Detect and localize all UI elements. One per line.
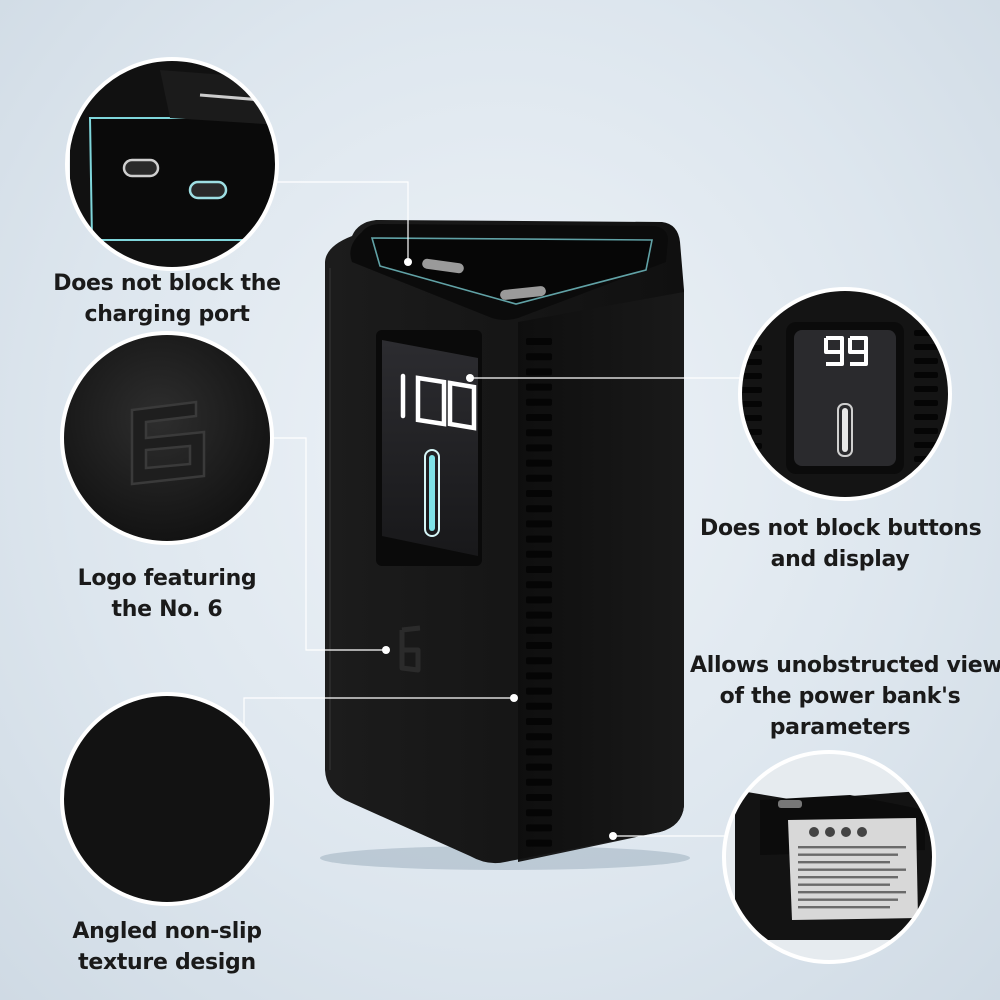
rib <box>526 718 552 725</box>
label-text-line <box>798 846 906 849</box>
caption-line: of the power bank's <box>719 684 961 709</box>
rib <box>526 414 552 421</box>
label-text-line <box>798 898 898 901</box>
rib <box>740 401 762 407</box>
caption-buttons-display: Does not block buttons and display <box>700 513 982 575</box>
rib <box>526 733 552 741</box>
rib <box>740 471 762 477</box>
caption-line: charging port <box>84 302 250 327</box>
rib <box>740 373 762 379</box>
caption-line: texture design <box>78 950 256 975</box>
rib <box>914 442 938 448</box>
rib <box>526 535 552 543</box>
rib <box>526 763 552 771</box>
caption-line: Angled non-slip <box>72 919 262 944</box>
label-text-line <box>798 868 906 871</box>
rib <box>526 687 552 695</box>
caption-logo: Logo featuring the No. 6 <box>62 563 272 625</box>
callout-dots <box>382 258 617 840</box>
rib <box>914 344 938 350</box>
label-text-line <box>798 883 890 886</box>
rib <box>740 415 762 421</box>
label-text-line <box>798 861 890 864</box>
rib <box>526 444 552 452</box>
caption-line: Allows unobstructed view <box>690 653 1000 678</box>
rib <box>526 490 552 497</box>
caption-line: Logo featuring <box>77 566 257 591</box>
rib <box>740 387 762 393</box>
power-bank-case <box>320 220 690 870</box>
rib <box>526 839 552 847</box>
caption-parameters: Allows unobstructed view of the power ba… <box>690 650 1000 743</box>
zoom-logo <box>60 331 274 545</box>
rib <box>526 642 552 649</box>
label-text-line <box>798 891 906 894</box>
rib <box>526 398 552 406</box>
rib <box>526 368 552 376</box>
rib <box>914 400 938 406</box>
zoom-charging-port <box>65 57 279 271</box>
rib <box>526 383 552 391</box>
rib <box>526 520 552 528</box>
side-ribs <box>526 338 552 847</box>
rib <box>526 809 552 817</box>
zoom-texture <box>60 692 274 906</box>
zoom-display <box>738 287 952 501</box>
rib <box>526 672 552 680</box>
label-text-line <box>798 906 890 909</box>
rib <box>526 702 552 710</box>
rib <box>914 358 938 364</box>
rib <box>526 824 552 832</box>
rib <box>526 474 552 482</box>
rib <box>526 459 552 467</box>
caption-line: Does not block buttons <box>700 516 982 541</box>
rib <box>526 626 552 634</box>
rib <box>740 429 762 435</box>
rib <box>526 338 552 345</box>
rib <box>526 505 552 513</box>
zoom-parameters <box>722 750 936 964</box>
rib <box>914 428 938 434</box>
rib <box>914 372 938 378</box>
rib <box>526 611 552 619</box>
rib <box>526 778 552 786</box>
caption-line: Does not block the <box>53 271 281 296</box>
label-text-line <box>798 853 898 856</box>
caption-line: and display <box>770 547 910 572</box>
caption-texture: Angled non-slip texture design <box>52 916 282 978</box>
rib <box>526 748 552 756</box>
six-logo-icon <box>130 400 206 486</box>
caption-charging-port: Does not block the charging port <box>52 268 282 330</box>
rib <box>526 550 552 558</box>
caption-line: the No. 6 <box>111 597 223 622</box>
rib <box>914 414 938 420</box>
rib <box>526 794 552 801</box>
rib <box>526 657 552 665</box>
rib <box>740 457 762 463</box>
rib <box>914 386 938 392</box>
rib <box>526 353 552 361</box>
rib <box>526 429 552 437</box>
label-text-line <box>798 876 898 879</box>
rib <box>914 330 938 336</box>
rib <box>526 581 552 589</box>
caption-line: parameters <box>769 715 911 740</box>
rib <box>526 596 552 604</box>
rib <box>526 566 552 573</box>
